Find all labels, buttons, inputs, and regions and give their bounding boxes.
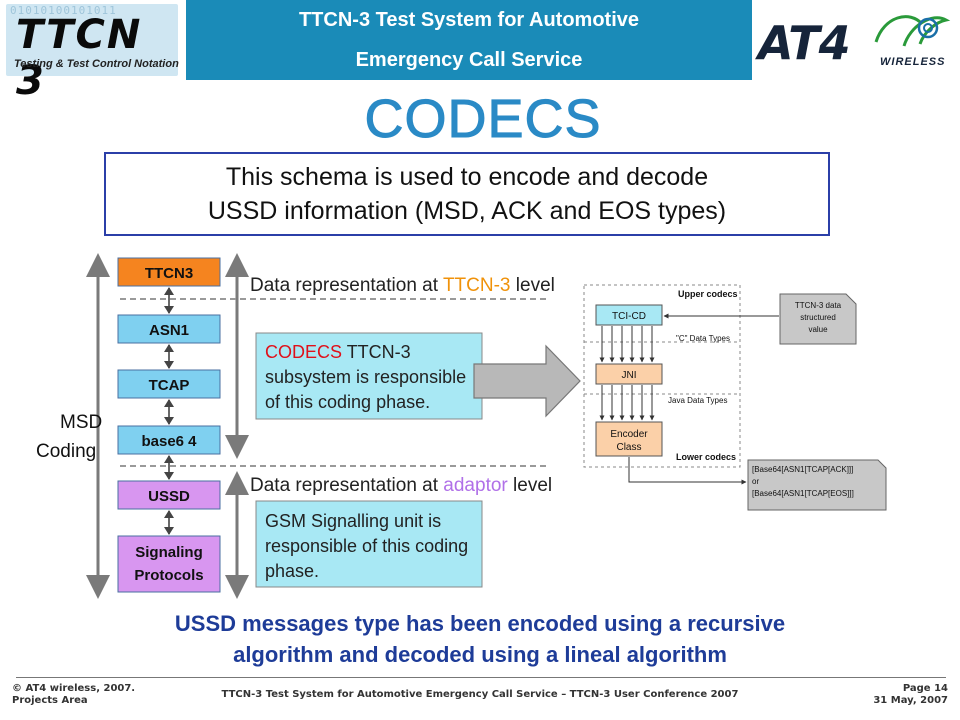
layer-asn1-label: ASN1: [149, 322, 189, 339]
conclusion-text: USSD messages type has been encoded usin…: [30, 608, 930, 670]
ttcn3-value-note: [779, 293, 857, 345]
layer-ttcn3: [117, 257, 221, 287]
conclusion-line2: algorithm and decoded using a lineal alg…: [233, 642, 727, 667]
layer-protocols-label: Protocols: [134, 567, 203, 584]
gsm-note-line3: phase.: [265, 561, 319, 581]
footer-center-text: TTCN-3 Test System for Automotive Emerge…: [221, 689, 739, 700]
at4-swirl-icon: [874, 15, 951, 47]
gsm-note-line1: GSM Signalling unit is: [265, 511, 441, 531]
ttcn3-logo-subtitle: Testing & Test Control Notation: [14, 58, 179, 70]
ttcn3-value-line3: value: [808, 325, 828, 334]
layer-ussd-label: USSD: [148, 488, 190, 505]
block-arrow-icon: [473, 344, 581, 418]
intro-line1: This schema is used to encode and decode: [225, 163, 709, 191]
header-title-line1: TTCN-3 Test System for Automotive: [298, 9, 640, 31]
ttcn3-logo: 01010100101011 TTCN 3 Testing & Test Con…: [0, 0, 186, 104]
codec-architecture-frame: [583, 284, 741, 468]
ttcn3-logo-word: TTCN 3: [16, 12, 143, 104]
java-data-types-label: Java Data Types: [668, 396, 727, 405]
jni-box: [595, 363, 663, 385]
layer-tcap: [117, 369, 221, 399]
conclusion-line1: USSD messages type has been encoded usin…: [174, 611, 786, 636]
header-title-line2: Emergency Call Service: [355, 49, 583, 71]
encoder-to-output-arrow: [628, 457, 747, 485]
layer-ttcn3-label: TTCN3: [145, 265, 193, 282]
msd-label: MSD: [60, 412, 102, 433]
intro-box: This schema is used to encode and decode…: [104, 152, 830, 236]
footer-page-info: Page 14 31 May, 2007: [820, 683, 948, 707]
coding-label: Coding: [36, 441, 96, 462]
ttcn3-level-label: Data representation at TTCN-3 level: [250, 275, 555, 296]
ttcn3-value-line2: structured: [800, 313, 836, 322]
layer-base64: [117, 425, 221, 455]
ttcn3-logo-binary: 01010100101011: [10, 4, 117, 17]
encoded-output-note: [747, 459, 887, 511]
slide-title: CODECS: [364, 89, 602, 150]
codecs-note-box: [255, 332, 483, 420]
layer-base64-label: base6 4: [141, 433, 197, 450]
codecs-note-line2: subsystem is responsible: [265, 367, 466, 387]
data-flow-arrows: [599, 326, 655, 421]
layer-signaling-protocols: [117, 535, 221, 593]
encoder-label: Encoder: [610, 429, 648, 440]
footer-date: 31 May, 2007: [873, 695, 948, 706]
jni-label: JNI: [622, 370, 637, 381]
encoded-output-line3: [Base64[ASN1[TCAP[EOS]]]: [752, 489, 854, 498]
lower-codecs-label: Lower codecs: [676, 452, 736, 462]
tci-cd-label: TCI-CD: [612, 311, 646, 322]
at4-logo-subtitle: WIRELESS: [880, 56, 946, 68]
footer-page-number: Page 14: [902, 683, 948, 694]
header-title-bar: TTCN-3 Test System for Automotive Emerge…: [186, 0, 752, 80]
footer-divider: [16, 677, 946, 678]
adaptor-level-label: Data representation at adaptor level: [250, 475, 552, 496]
ttcn3-value-line1: TTCN-3 data: [795, 301, 842, 310]
gsm-note-line2: responsible of this coding: [265, 536, 468, 556]
layer-signaling-label: Signaling: [135, 544, 203, 561]
codecs-note-line1: CODECS TTCN-3: [265, 342, 411, 362]
encoder-class-box: [595, 421, 663, 457]
at4-wireless-logo: AT4 WIRELESS: [752, 0, 960, 80]
encoded-output-line1: [Base64[ASN1[TCAP[ACK]]]: [752, 465, 853, 474]
upper-codecs-label: Upper codecs: [678, 289, 738, 299]
c-data-types-label: "C" Data Types: [676, 334, 730, 343]
footer-copyright-line2: Projects Area: [12, 695, 88, 706]
class-label: Class: [616, 442, 641, 453]
layer-asn1: [117, 314, 221, 344]
layer-tcap-label: TCAP: [149, 377, 190, 394]
encoded-output-line2: or: [752, 477, 759, 486]
tci-cd-box: [595, 304, 663, 326]
footer-copyright-line1: © AT4 wireless, 2007.: [12, 683, 136, 694]
ttcn3-logo-background: [6, 4, 178, 76]
codecs-note-line3: of this coding phase.: [265, 392, 430, 412]
layer-ussd: [117, 480, 221, 510]
footer-copyright: © AT4 wireless, 2007. Projects Area: [12, 683, 135, 707]
at4-logo-word: AT4: [758, 16, 851, 70]
intro-line2: USSD information (MSD, ACK and EOS types…: [207, 197, 727, 225]
gsm-note-box: [255, 500, 483, 588]
